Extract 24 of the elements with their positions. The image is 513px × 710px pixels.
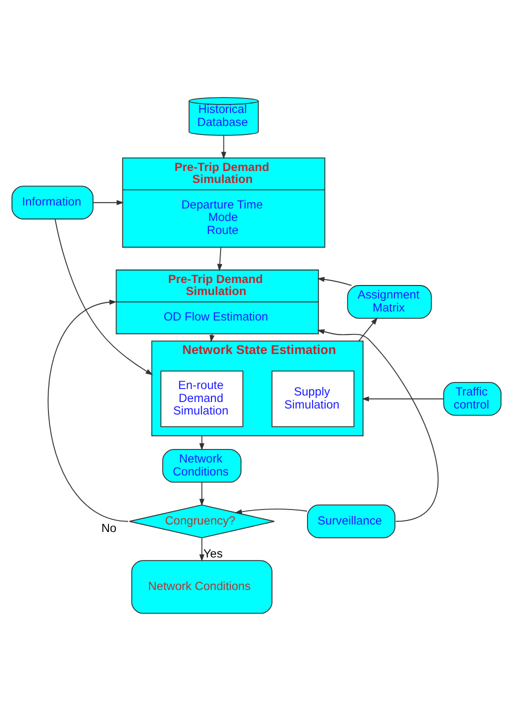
arrow (234, 508, 308, 514)
node-box: En-route Demand Simulation (160, 370, 244, 427)
arrow (317, 328, 438, 522)
node-box: Surveillance (307, 504, 396, 538)
node-box: Network Conditions (131, 560, 272, 614)
node-box: Information (12, 185, 94, 219)
edge-label: No (101, 520, 116, 535)
arrow (221, 134, 226, 159)
arrow (54, 218, 153, 375)
node-box: Network Conditions (162, 448, 242, 482)
arrow (199, 537, 204, 562)
arrow (199, 434, 204, 450)
node-diamond: Congruency? (128, 504, 275, 538)
node-box: Supply Simulation (272, 370, 354, 427)
arrow (362, 396, 444, 401)
arrow (92, 200, 124, 205)
node-box: Assignment Matrix (347, 284, 432, 318)
arrow (317, 276, 352, 286)
arrow (48, 299, 129, 522)
arrow (217, 246, 222, 271)
arrow (358, 316, 378, 341)
arrow (199, 481, 204, 506)
node-box: Traffic control (443, 382, 502, 416)
edge-label: Yes (203, 546, 223, 560)
